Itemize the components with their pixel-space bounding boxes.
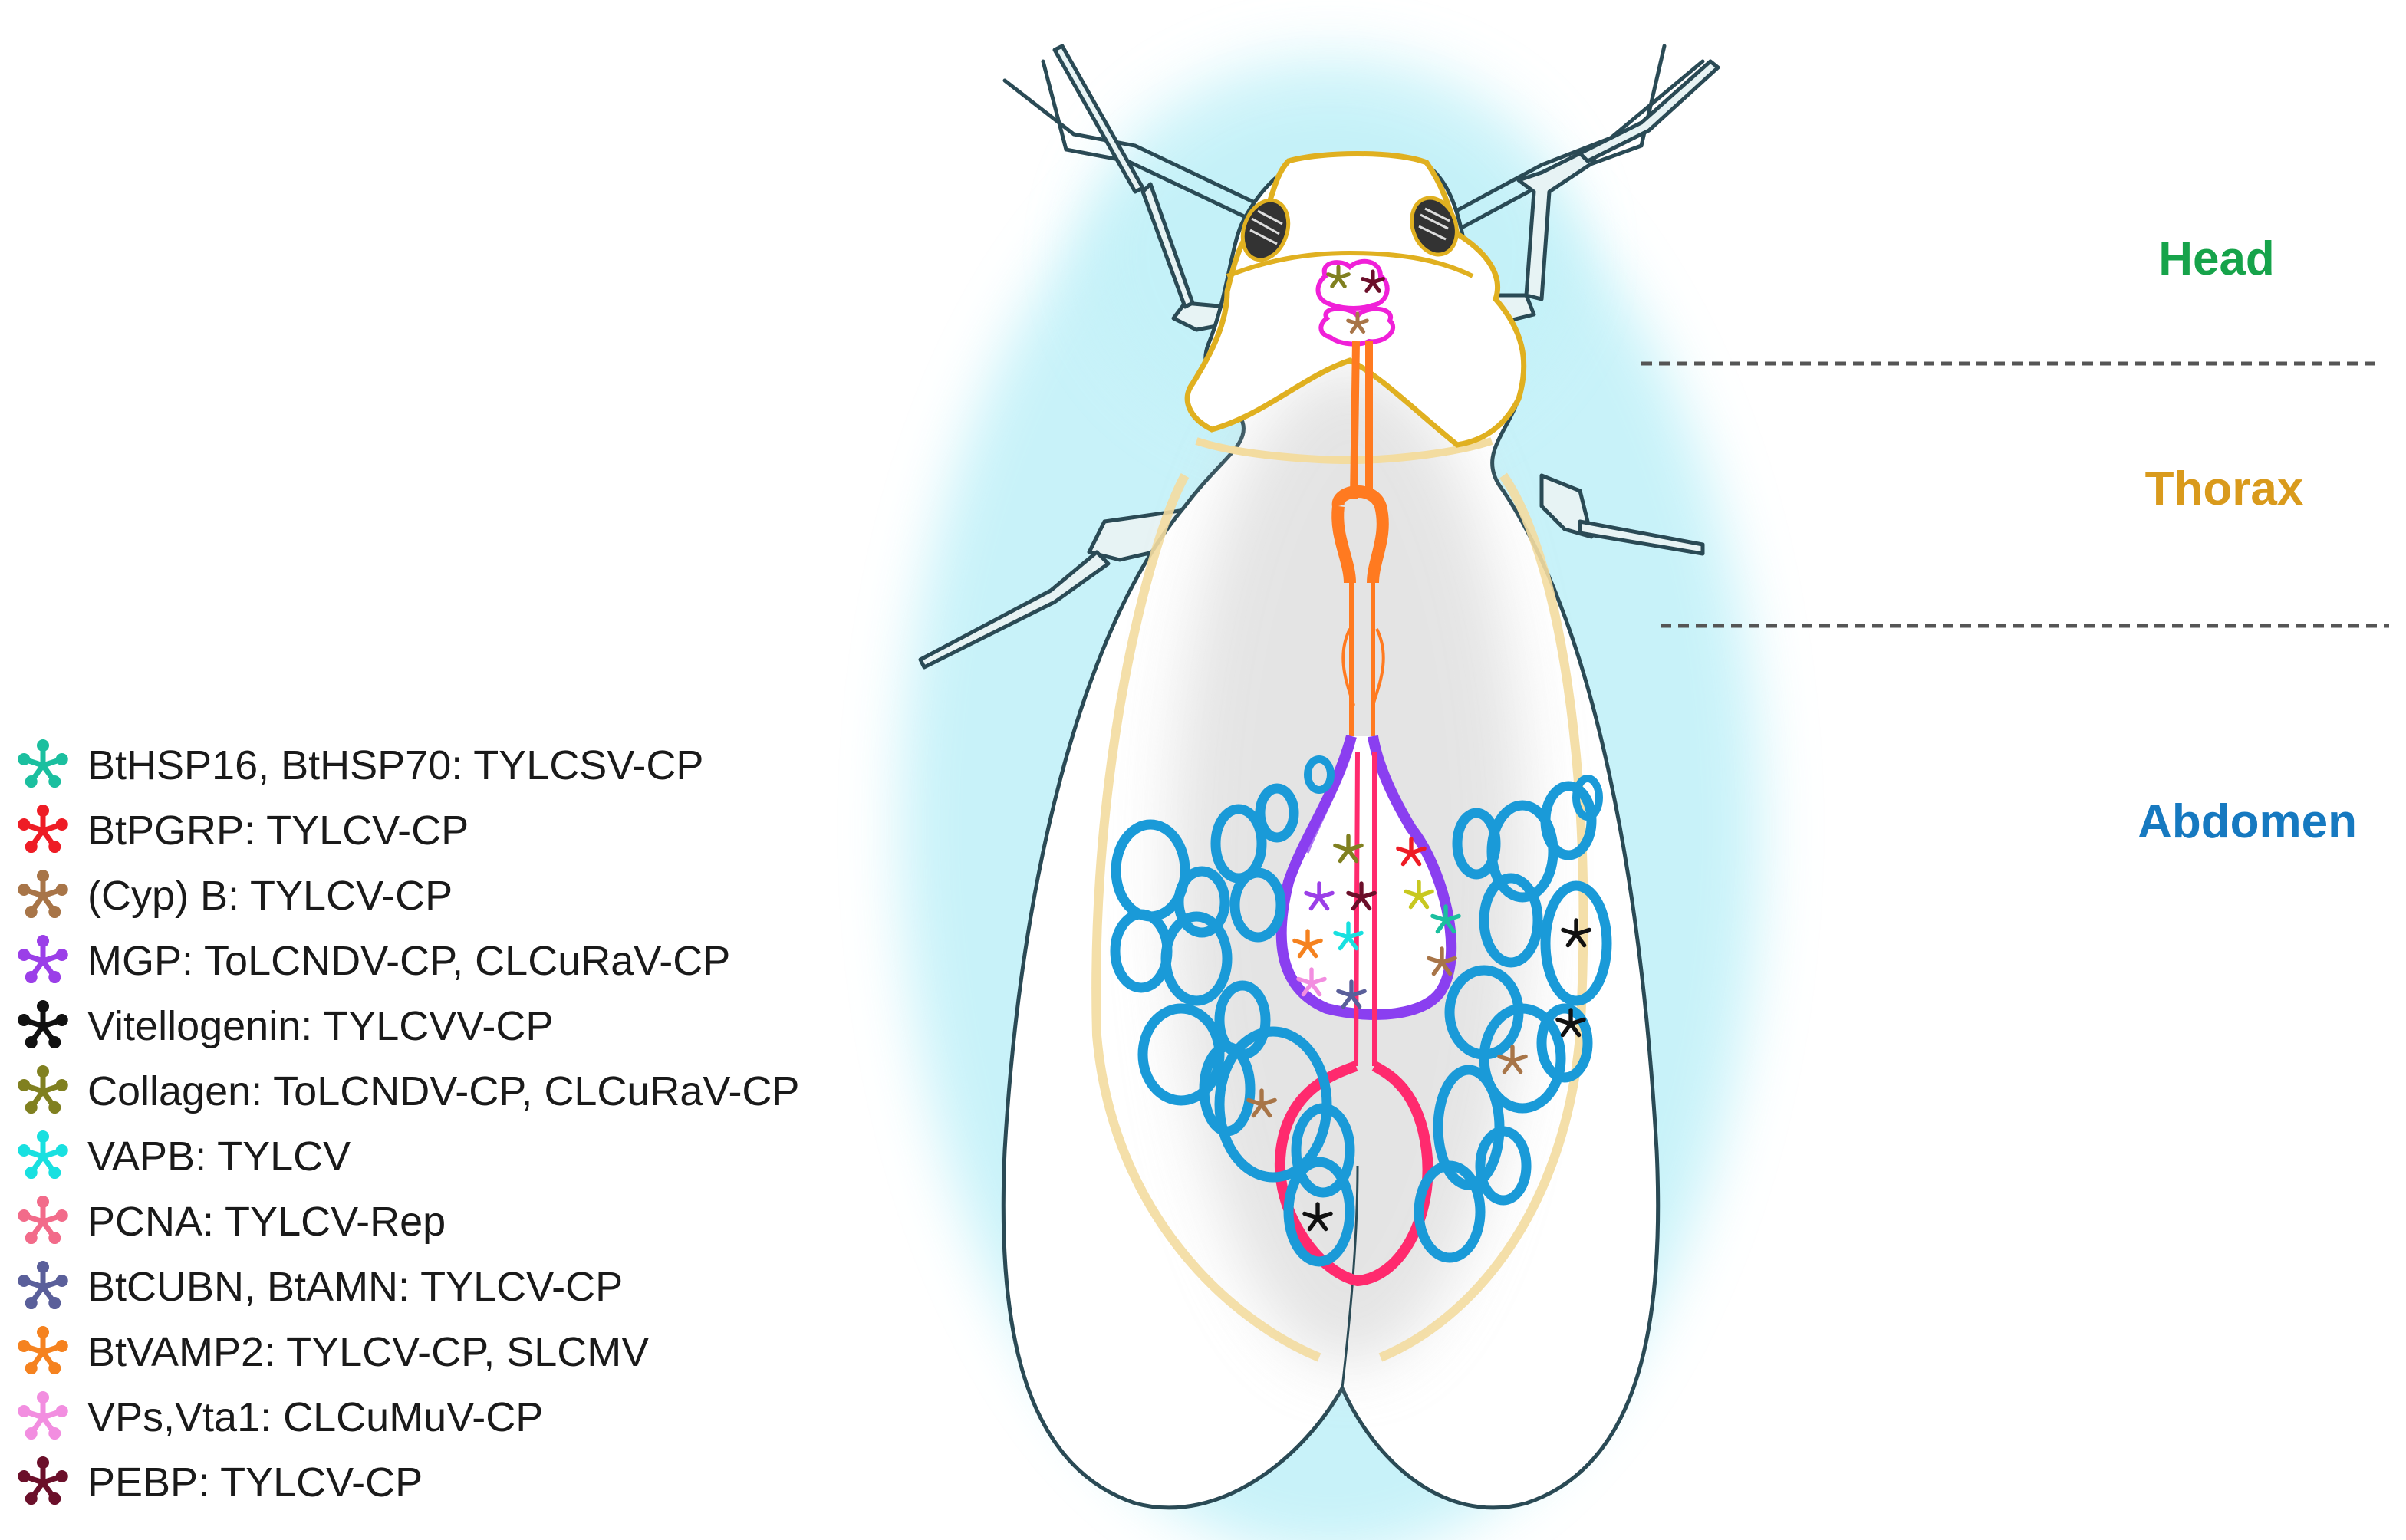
legend-label: BtPGRP: TYLCV-CP — [87, 807, 469, 854]
legend-label: Vitellogenin: TYLCVV-CP — [87, 1002, 554, 1049]
legend: BtHSP16, BtHSP70: TYLCSV-CP BtPGRP: TYLCV… — [12, 732, 902, 1515]
asterisk-icon — [18, 1390, 68, 1440]
legend-label: VAPB: TYLCV — [87, 1133, 351, 1180]
legend-item: BtPGRP: TYLCV-CP — [12, 798, 902, 863]
legend-item: VAPB: TYLCV — [12, 1124, 902, 1189]
legend-label: Collagen: ToLCNDV-CP, CLCuRaV-CP — [87, 1068, 800, 1114]
head-label: Head — [2158, 232, 2275, 285]
region-dividers — [1641, 361, 2389, 628]
legs — [918, 44, 1720, 670]
asterisk-icon — [18, 1325, 68, 1374]
bacteriocytes — [1110, 755, 1612, 1267]
legend-label: PCNA: TYLCV-Rep — [87, 1198, 446, 1245]
asterisk-icon — [18, 1065, 68, 1114]
legend-label: BtCUBN, BtAMN: TYLCV-CP — [87, 1263, 624, 1310]
midgut — [1275, 735, 1457, 1020]
asterisk-icon — [18, 999, 68, 1048]
asterisk-icon — [18, 869, 68, 918]
legend-label: MGP: ToLCNDV-CP, CLCuRaV-CP — [87, 937, 731, 984]
legend-label: (Cyp) B: TYLCV-CP — [87, 872, 453, 919]
legend-item: Vitellogenin: TYLCVV-CP — [12, 993, 902, 1058]
legend-label: PEBP: TYLCV-CP — [87, 1459, 423, 1505]
hindgut — [1274, 751, 1433, 1287]
asterisk-icon — [18, 1260, 68, 1309]
legend-item: Collagen: ToLCNDV-CP, CLCuRaV-CP — [12, 1058, 902, 1124]
legend-item: BtVAMP2: TYLCV-CP, SLCMV — [12, 1319, 902, 1384]
legend-item: BtCUBN, BtAMN: TYLCV-CP — [12, 1254, 902, 1319]
asterisk-icon — [18, 1130, 68, 1179]
legend-label: BtHSP16, BtHSP70: TYLCSV-CP — [87, 742, 704, 788]
legend-label: BtVAMP2: TYLCV-CP, SLCMV — [87, 1328, 650, 1375]
legend-item: BtHSP16, BtHSP70: TYLCSV-CP — [12, 732, 902, 798]
legend-item: PCNA: TYLCV-Rep — [12, 1189, 902, 1254]
foregut — [1331, 341, 1389, 767]
legend-item: PEBP: TYLCV-CP — [12, 1450, 902, 1515]
thorax-label: Thorax — [2144, 462, 2304, 515]
asterisk-icon — [18, 804, 68, 853]
asterisk-icon — [18, 934, 68, 983]
asterisk-icon — [18, 739, 68, 788]
asterisk-icon — [18, 1195, 68, 1244]
legend-item: (Cyp) B: TYLCV-CP — [12, 863, 902, 928]
asterisk-icon — [18, 1456, 68, 1505]
abdomen-label: Abdomen — [2138, 795, 2357, 848]
legend-item: VPs,Vta1: CLCuMuV-CP — [12, 1384, 902, 1450]
legend-item: MGP: ToLCNDV-CP, CLCuRaV-CP — [12, 928, 902, 993]
legend-label: VPs,Vta1: CLCuMuV-CP — [87, 1394, 544, 1440]
